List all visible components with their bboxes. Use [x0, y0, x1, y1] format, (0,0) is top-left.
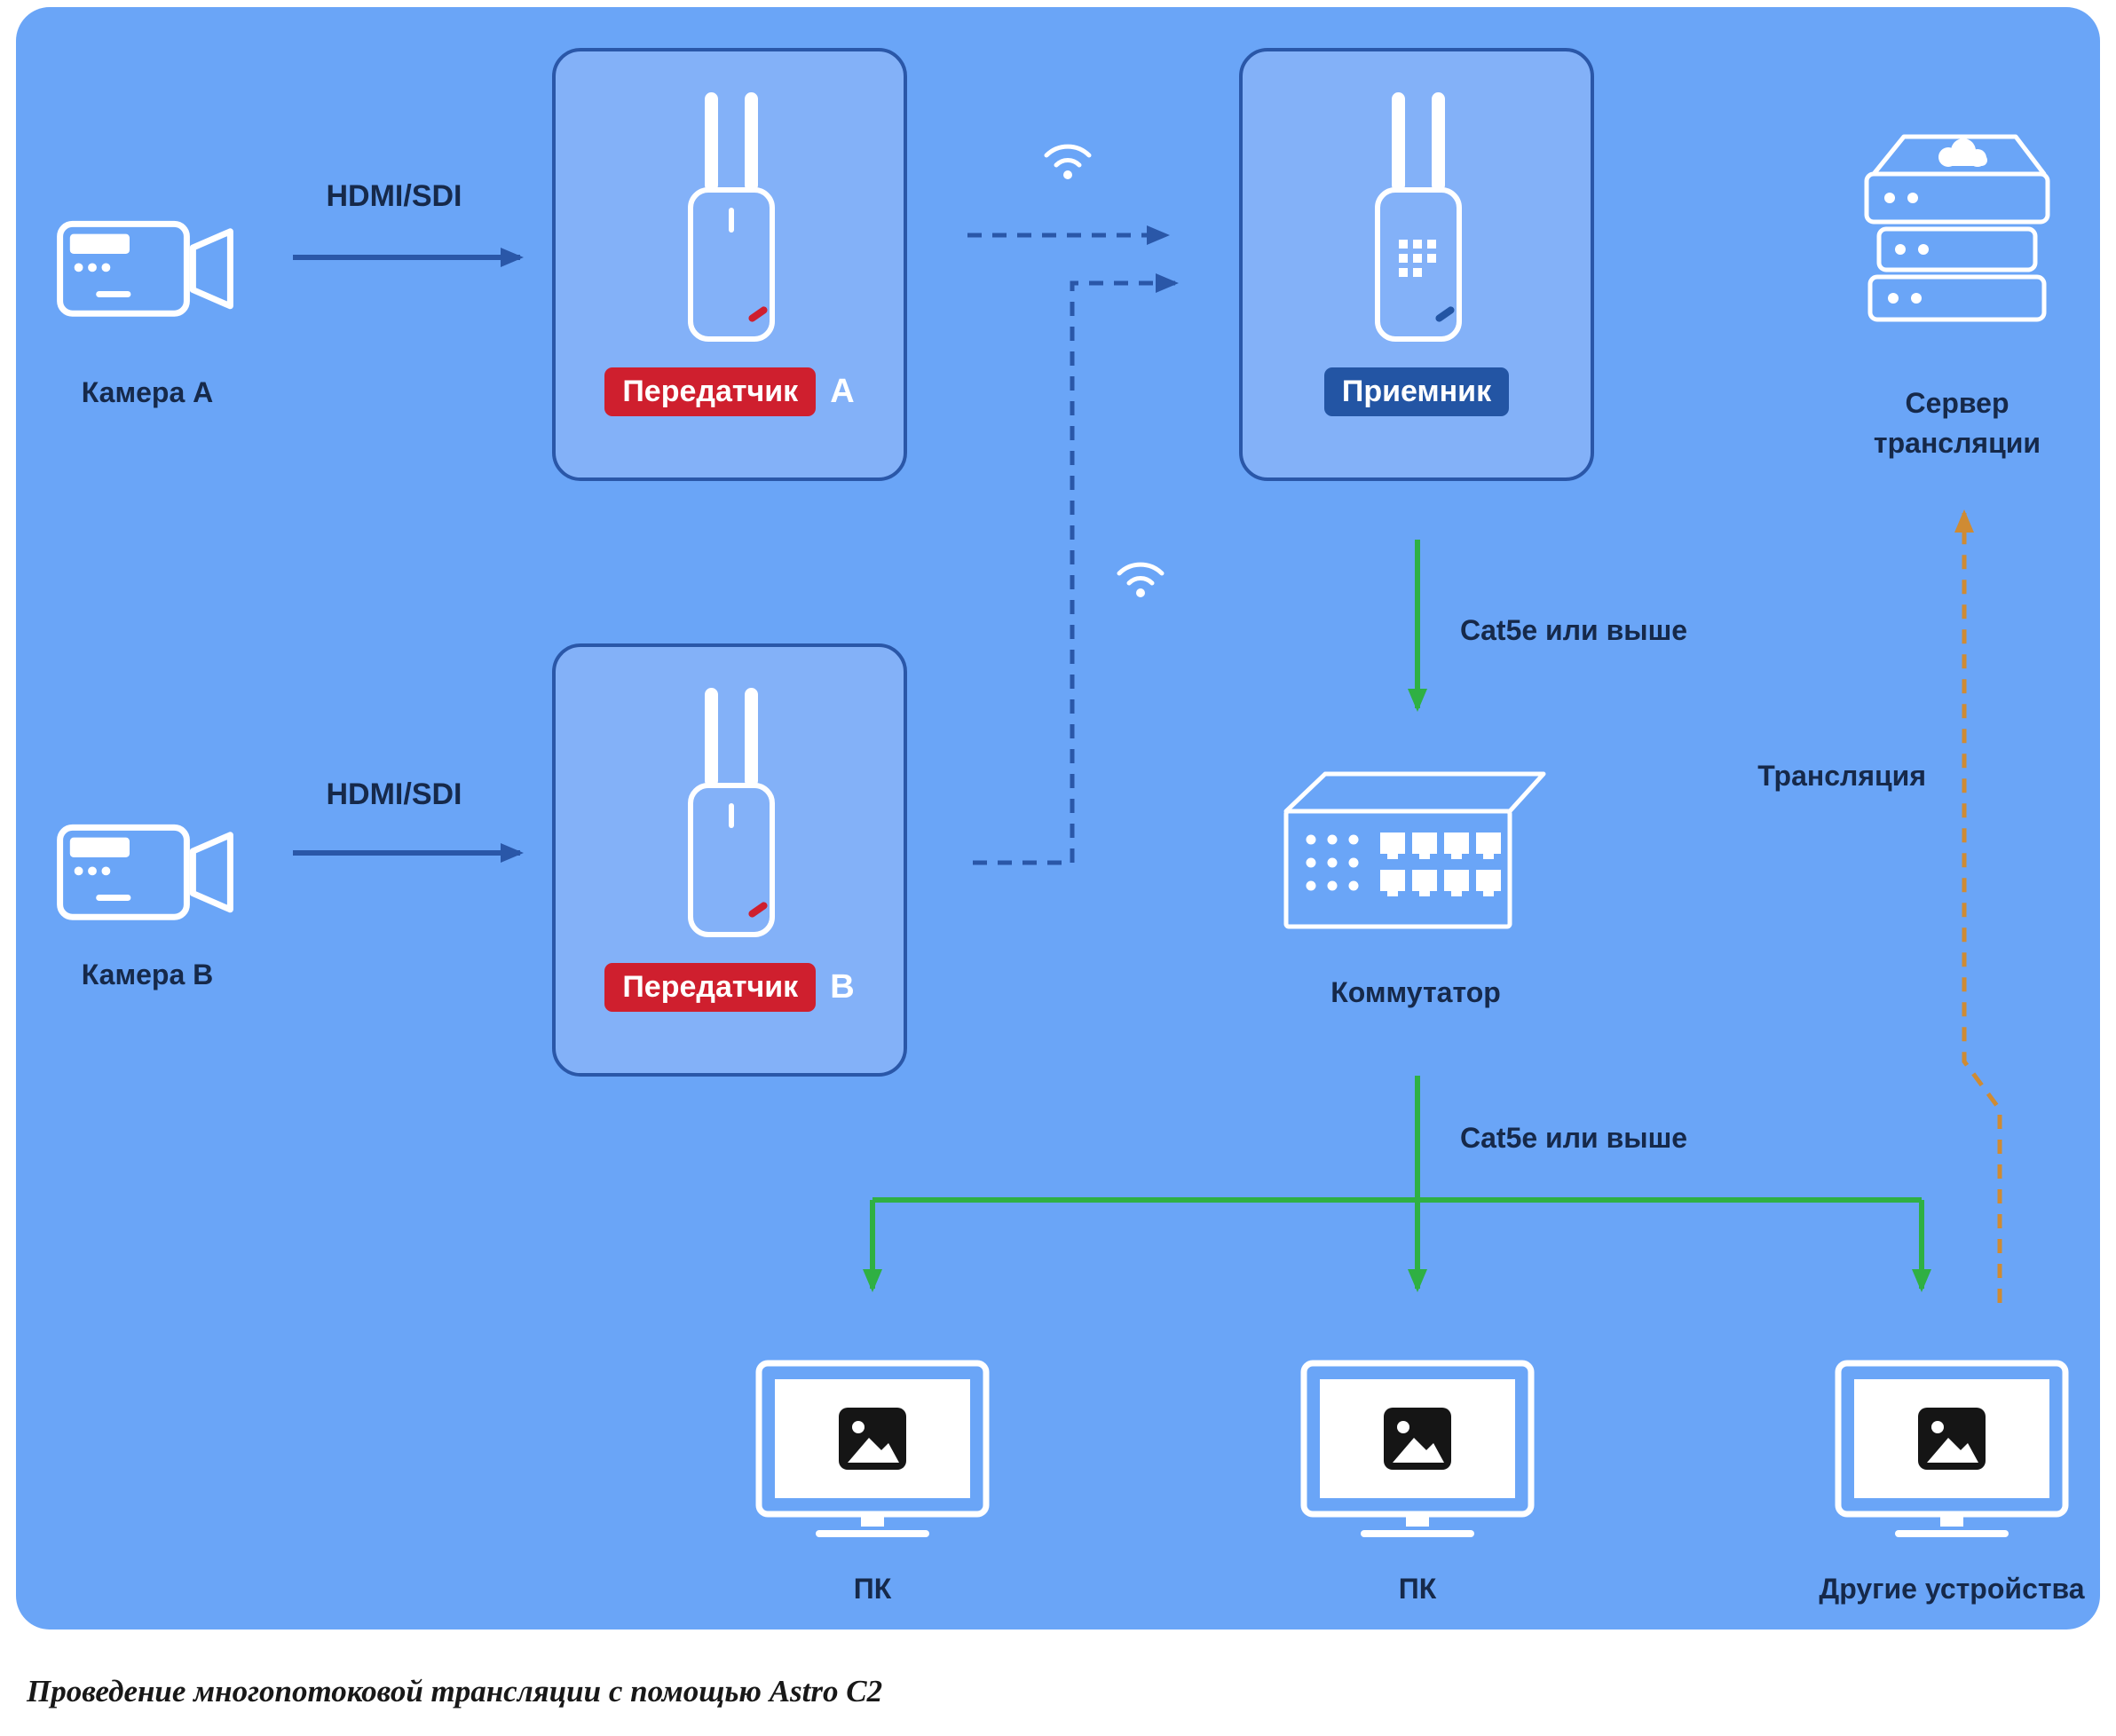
camera-b-icon: [55, 795, 241, 926]
receiver-badge-row: Приемник: [1243, 367, 1591, 417]
hdmi-sdi-label-b: HDMI/SDI: [326, 777, 462, 811]
other-devices-icon: [1828, 1358, 2076, 1566]
camera-b-label: Камера B: [81, 959, 214, 990]
transmitter-a-badge-row: Передатчик A: [556, 367, 904, 417]
camera-a-icon: [55, 192, 241, 322]
receiver-device-icon: [1347, 91, 1489, 357]
server-icon: [1842, 124, 2073, 364]
transmitter-b-device-icon: [660, 686, 802, 952]
receiver-box: Приемник: [1239, 48, 1594, 481]
transmitter-b-box: Передатчик B: [552, 643, 907, 1077]
transmitter-a-box: Передатчик A: [552, 48, 907, 481]
transmitter-b-badge-row: Передатчик B: [556, 963, 904, 1013]
receiver-badge: Приемник: [1323, 367, 1510, 417]
cat5e-label-top: Cat5e или выше: [1460, 614, 1688, 646]
transmitter-b-variant: B: [830, 968, 855, 1006]
transmitter-a-variant: A: [830, 373, 855, 411]
diagram-canvas: [16, 7, 2100, 1629]
transmitter-a-device-icon: [660, 91, 802, 357]
pc-left-label: ПК: [853, 1573, 892, 1605]
pc-center-icon: [1293, 1358, 1542, 1566]
switch-icon: [1281, 765, 1547, 934]
cat5e-label-bottom: Cat5e или выше: [1460, 1122, 1688, 1154]
broadcast-label: Трансляция: [1757, 760, 1926, 792]
transmitter-b-badge: Передатчик: [604, 963, 817, 1013]
figure-caption: Проведение многопотоковой трансляции с п…: [27, 1674, 883, 1708]
transmitter-a-badge: Передатчик: [604, 367, 817, 417]
other-devices-label: Другие устройства: [1819, 1573, 2085, 1605]
server-label: Сервер трансляции: [1873, 387, 2041, 459]
hdmi-sdi-label-a: HDMI/SDI: [326, 179, 462, 213]
pc-center-label: ПК: [1398, 1573, 1437, 1605]
switch-label: Коммутатор: [1330, 976, 1501, 1008]
camera-a-label: Камера A: [81, 376, 214, 408]
pc-left-icon: [748, 1358, 997, 1566]
